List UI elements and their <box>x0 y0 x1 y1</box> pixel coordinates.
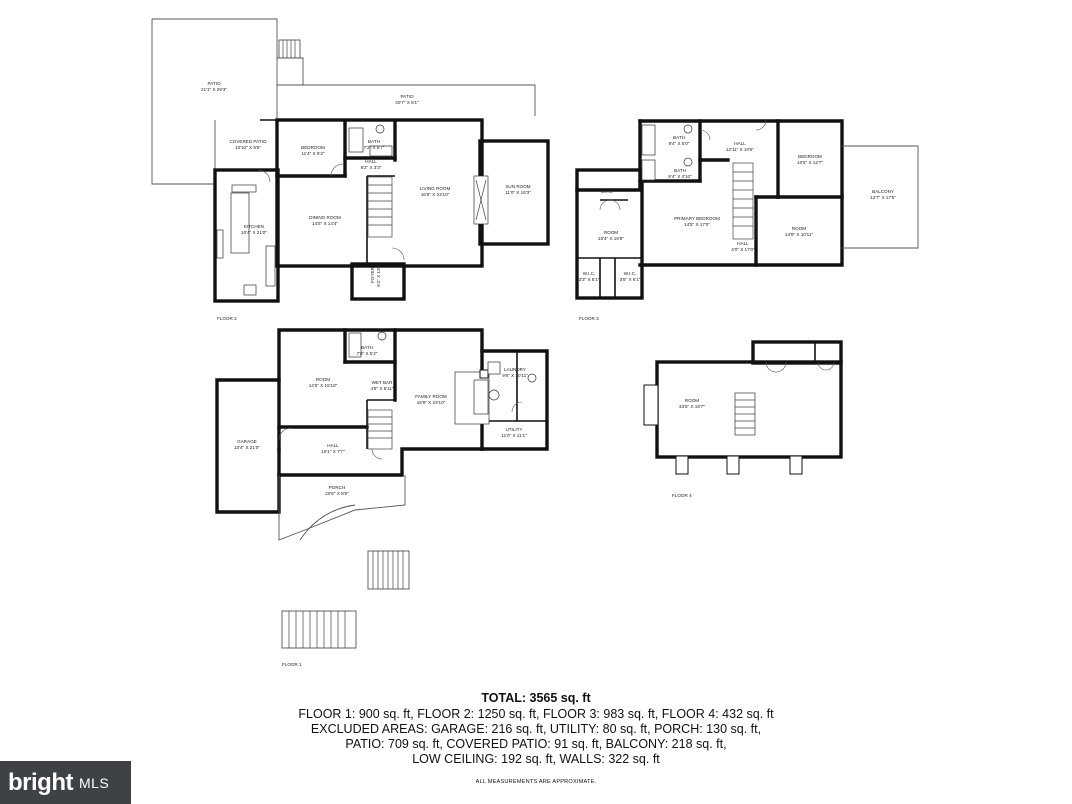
room-name-patio-main: PATIO <box>207 81 221 86</box>
room-name-porch: PORCH <box>329 485 346 490</box>
room-name-hall-f3b: HALL <box>737 241 749 246</box>
floor-1-plan <box>215 328 549 649</box>
excluded-areas-line-3: LOW CEILING: 192 sq. ft, WALLS: 322 sq. … <box>412 752 660 766</box>
room-name-dining-room: DINING ROOM <box>309 215 341 220</box>
excluded-areas-line: EXCLUDED AREAS: GARAGE: 216 sq. ft, UTIL… <box>310 722 762 736</box>
floor-areas-line: FLOOR 1: 900 sq. ft, FLOOR 2: 1250 sq. f… <box>298 707 774 721</box>
room-dim-patio-long: 40'7" X 6'1" <box>395 100 419 105</box>
room-dim-kitchen: 10'4" X 21'0" <box>241 230 267 235</box>
room-name-wic-f3: W.I.C. <box>601 189 614 194</box>
room-name-laundry: LAUNDRY <box>504 367 526 372</box>
room-dim-bath-f3a: 9'4" X 5'0" <box>669 141 690 146</box>
room-dim-primary-bedroom: 14'5" X 17'0" <box>684 222 710 227</box>
room-dim-patio-main: 21'1" X 29'3" <box>201 87 227 92</box>
room-name-bath-f3a: BATH <box>673 135 685 140</box>
room-dim-hall-f1: 19'1" X 7'7" <box>321 449 345 454</box>
room-dim-wic-b: 3'6" X 6'1" <box>620 277 641 282</box>
room-dim-covered-patio: 10'10" X 8'5" <box>235 145 261 150</box>
floor-1-label: FLOOR 1 <box>282 662 302 667</box>
room-dim-bedroom-f2: 11'4" X 9'2" <box>301 151 324 156</box>
room-name-primary-bedroom: PRIMARY BEDROOM <box>674 216 720 221</box>
room-name-hall-f2: HALL <box>365 159 377 164</box>
floor-3-plan <box>575 119 919 300</box>
room-name-room-f4: ROOM <box>685 398 699 403</box>
room-dim-room-f3a: 10'4" X 16'9" <box>598 236 624 241</box>
room-dim-utility: 11'0" X 11'1" <box>501 433 527 438</box>
room-name-kitchen: KITCHEN <box>244 224 264 229</box>
room-name-room-f3b: ROOM <box>792 226 806 231</box>
room-name-wic-a: W.I.C. <box>583 271 596 276</box>
floor-2-plan <box>151 18 550 303</box>
room-dim-hall-f2: 8'2" X 3'3" <box>361 165 382 170</box>
room-name-room-f1: ROOM <box>316 377 330 382</box>
room-dim-wet-bar: 4'8" X 5'11" <box>370 386 393 391</box>
room-name-bath-f1: BATH <box>361 345 373 350</box>
room-dim-garage: 10'4" X 21'0" <box>234 445 260 450</box>
room-dim-room-f1: 14'5" X 15'10" <box>309 383 338 388</box>
room-name-wic-b: W.I.C. <box>624 271 637 276</box>
total-area: TOTAL: 3565 sq. ft <box>481 691 591 705</box>
room-dim-room-f3b: 14'9" X 10'11" <box>785 232 814 237</box>
room-dim-hall-f3b: 4'0" X 17'0" <box>731 247 755 252</box>
bright-mls-logo: bright MLS <box>0 761 131 804</box>
room-name-wet-bar: WET BAR <box>372 380 394 385</box>
logo-suffix: MLS <box>78 774 110 791</box>
floor-4-plan <box>643 340 843 475</box>
room-dim-bedroom-f3: 10'5" X 12'7" <box>797 160 823 165</box>
floor-4-label: FLOOR 4 <box>672 493 692 498</box>
room-name-bath-f3b: BATH <box>674 168 686 173</box>
room-dim-wic-a: 3'3" X 6'1" <box>579 277 600 282</box>
room-name-bedroom-f3: BEDROOM <box>798 154 822 159</box>
room-dim-living-room: 16'8" X 23'10" <box>421 192 450 197</box>
room-dim-laundry: 9'6" X 10'11" <box>502 373 528 378</box>
room-name-hall-f1: HALL <box>327 443 339 448</box>
room-name-balcony: BALCONY <box>872 189 894 194</box>
room-name-foyer: FOYER <box>370 266 375 283</box>
room-name-covered-patio: COVERED PATIO <box>229 139 267 144</box>
room-name-living-room: LIVING ROOM <box>420 186 451 191</box>
floor-2-label: FLOOR 2 <box>217 316 237 321</box>
measurement-disclaimer: ALL MEASUREMENTS ARE APPROXIMATE. <box>475 779 597 785</box>
room-dim-family-room: 15'9" X 23'10" <box>417 400 446 405</box>
room-name-family-room: FAMILY ROOM <box>415 394 447 399</box>
room-name-bath-f2: BATH <box>368 139 380 144</box>
room-dim-bath-f2: 7'2" X 5'7" <box>364 145 385 150</box>
room-name-utility: UTILITY <box>505 427 522 432</box>
room-labels: PATIO 21'1" X 29'3" PATIO 40'7" X 6'1" C… <box>201 81 896 667</box>
room-dim-room-f4: 33'5" X 16'7" <box>679 404 705 409</box>
excluded-areas-line-2: PATIO: 709 sq. ft, COVERED PATIO: 91 sq.… <box>345 737 727 751</box>
room-name-room-f3a: ROOM <box>604 230 618 235</box>
room-name-patio-long: PATIO <box>400 94 414 99</box>
room-dim-balcony: 12'7" X 17'5" <box>870 195 896 200</box>
room-name-bedroom-f2: BEDROOM <box>301 145 325 150</box>
room-dim-bath-f1: 7'8" X 5'2" <box>357 351 378 356</box>
room-dim-sun-room: 11'0" X 16'3" <box>505 190 531 195</box>
room-dim-hall-f3a: 12'11" X 10'8" <box>726 147 755 152</box>
room-dim-dining-room: 14'5" X 14'4" <box>312 221 338 226</box>
room-name-sun-room: SUN ROOM <box>505 184 530 189</box>
room-name-garage: GARAGE <box>237 439 257 444</box>
room-dim-bath-f3b: 9'4" X 4'10" <box>668 174 692 179</box>
logo-brand: bright <box>8 768 73 796</box>
room-dim-porch: 20'6" X 8'9" <box>325 491 349 496</box>
room-name-hall-f3a: HALL <box>734 141 746 146</box>
room-dim-foyer: 6'2" X 13'3" <box>376 263 381 287</box>
floor-3-label: FLOOR 3 <box>579 316 599 321</box>
